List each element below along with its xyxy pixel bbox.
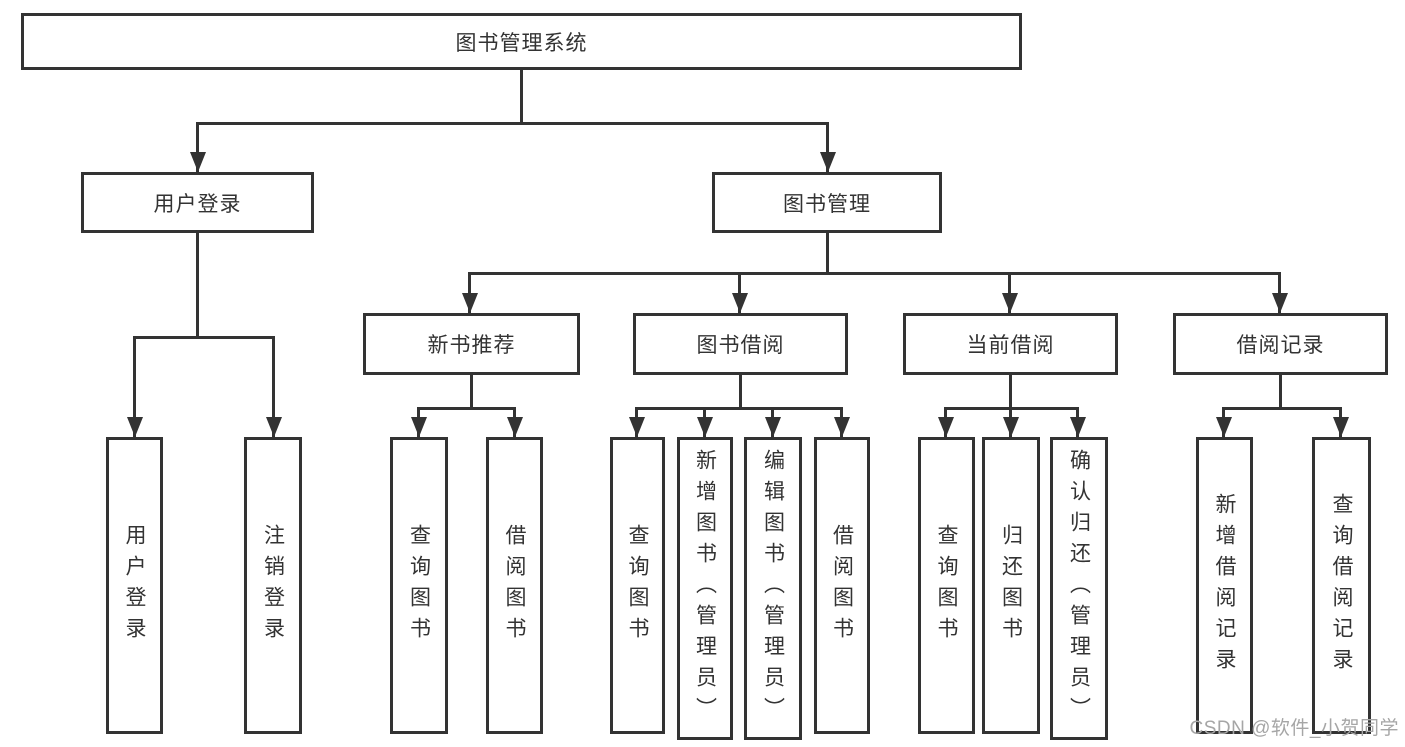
arrow-to-borrow-books-1 [513,407,516,437]
connector-user-login-stem [196,233,199,336]
connector-recommend-cross [417,407,516,410]
arrow-to-edit-books [771,407,774,437]
arrow-to-leaf-user-login [133,336,136,437]
connector-records-cross [1222,407,1342,410]
leaf-confirm-return-admin-label: 确认归还（管理员） [1067,449,1091,728]
leaf-query-books-recommend-label: 查询图书 [407,523,431,648]
connector-borrow-cross [635,407,843,410]
leaf-user-login-label: 用户登录 [123,523,146,648]
node-user-login: 用户登录 [81,172,314,233]
leaf-query-books-recommend: 查询图书 [390,437,448,734]
node-root: 图书管理系统 [21,13,1022,70]
leaf-edit-books-admin-label: 编辑图书（管理员） [761,449,785,728]
node-book-management: 图书管理 [712,172,942,233]
leaf-borrow-books-borrow: 借阅图书 [814,437,870,734]
arrow-to-book-borrow [738,272,741,313]
leaf-query-books-current-label: 查询图书 [935,523,958,648]
arrow-to-leaf-logout [272,336,275,437]
connector-current-stem [1009,375,1012,407]
arrow-to-current-borrow [1008,272,1011,313]
arrow-to-query-books-2 [635,407,638,437]
arrow-to-add-books [703,407,706,437]
watermark-text: CSDN @软件_小贺同学 [1189,718,1399,739]
arrow-to-query-books-3 [944,407,947,437]
leaf-query-books-borrow-label: 查询图书 [626,523,649,648]
arrow-to-borrow-records [1278,272,1281,313]
arrow-to-query-record [1339,407,1342,437]
node-book-borrow: 图书借阅 [633,313,848,375]
connector-root-stem [520,70,523,122]
arrow-to-book-management [826,122,829,172]
leaf-add-borrow-record: 新增借阅记录 [1196,437,1253,734]
arrow-to-new-book-recommend [468,272,471,313]
node-new-book-recommend: 新书推荐 [363,313,580,375]
leaf-query-books-current: 查询图书 [918,437,975,734]
arrow-to-confirm-return [1076,407,1079,437]
leaf-return-books-label: 归还图书 [999,523,1023,648]
arrow-to-borrow-books-2 [840,407,843,437]
node-current-borrow: 当前借阅 [903,313,1118,375]
leaf-add-books-admin: 新增图书（管理员） [677,437,733,740]
leaf-user-login: 用户登录 [106,437,163,734]
arrow-to-user-login [196,122,199,172]
leaf-return-books: 归还图书 [982,437,1040,734]
connector-user-login-cross [133,336,275,339]
leaf-confirm-return-admin: 确认归还（管理员） [1050,437,1108,740]
leaf-query-borrow-record: 查询借阅记录 [1312,437,1371,734]
leaf-borrow-books-recommend-label: 借阅图书 [503,523,526,648]
connector-root-cross [196,122,829,125]
arrow-to-query-books-1 [417,407,420,437]
connector-book-mgmt-stem [826,233,829,272]
leaf-query-books-borrow: 查询图书 [610,437,665,734]
leaf-add-borrow-record-label: 新增借阅记录 [1213,492,1236,679]
connector-records-stem [1279,375,1282,407]
leaf-borrow-books-borrow-label: 借阅图书 [830,523,854,648]
leaf-borrow-books-recommend: 借阅图书 [486,437,543,734]
connector-borrow-stem [739,375,742,407]
arrow-to-return-books [1009,407,1012,437]
leaf-edit-books-admin: 编辑图书（管理员） [744,437,802,740]
leaf-add-books-admin-label: 新增图书（管理员） [693,449,717,728]
leaf-logout-login: 注销登录 [244,437,302,734]
connector-book-mgmt-cross [468,272,1281,275]
connector-recommend-stem [470,375,473,407]
node-borrow-records: 借阅记录 [1173,313,1388,375]
leaf-query-borrow-record-label: 查询借阅记录 [1330,492,1353,679]
arrow-to-add-record [1222,407,1225,437]
leaf-logout-login-label: 注销登录 [261,523,285,648]
